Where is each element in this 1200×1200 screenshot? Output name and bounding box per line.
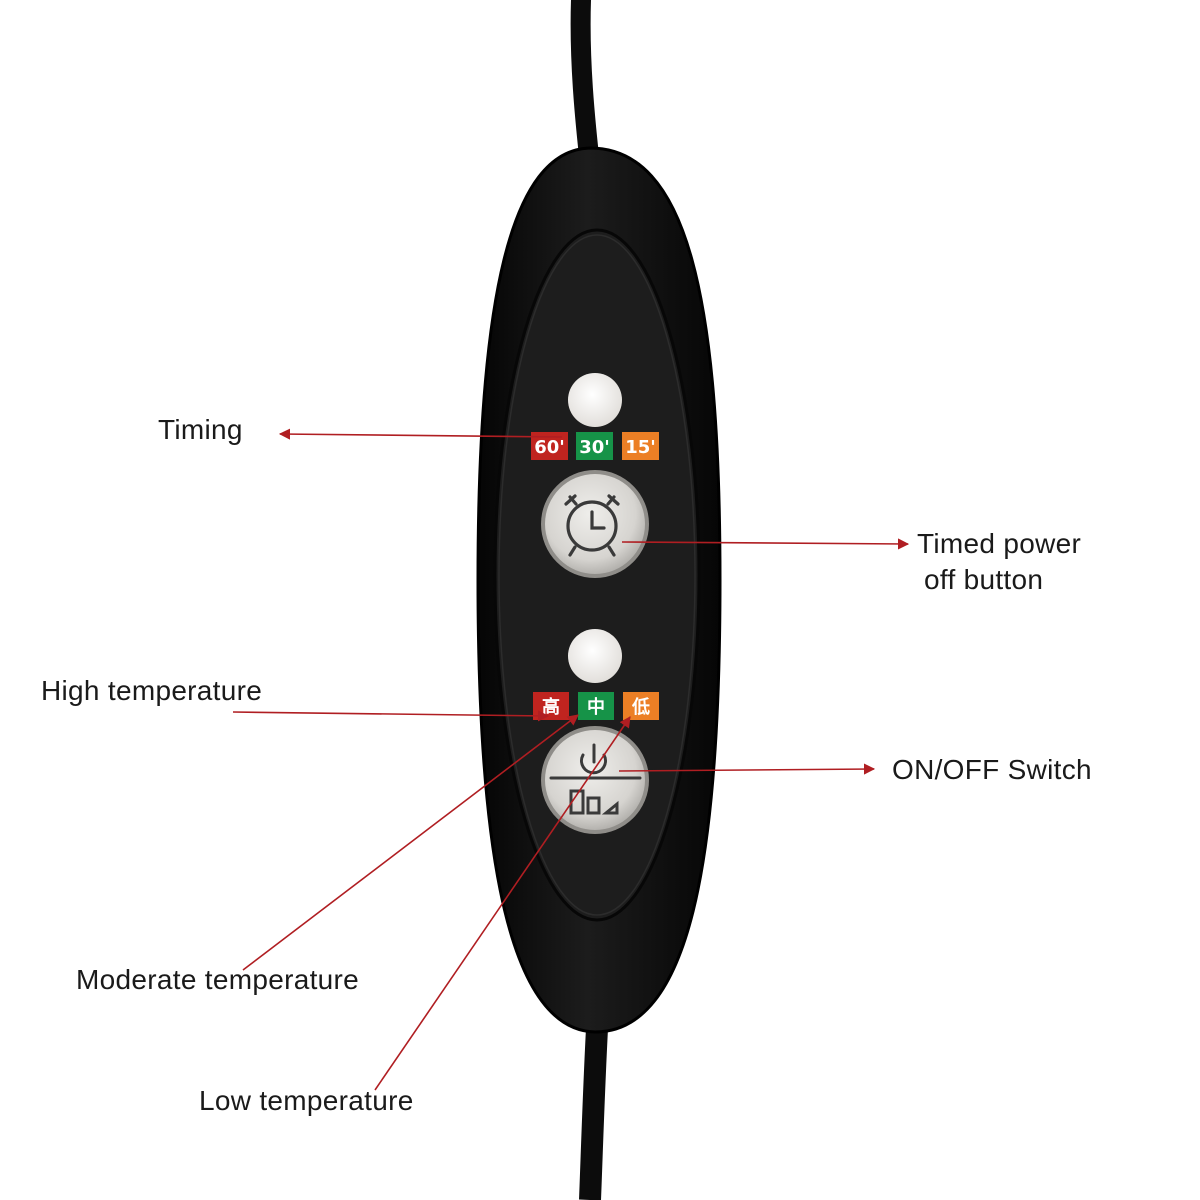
arrow-timing (278, 428, 563, 440)
svg-text:30': 30' (579, 437, 610, 458)
temperature-led (568, 629, 622, 683)
alarm-clock-icon (564, 494, 620, 557)
timing-badge-15: 15' (622, 432, 659, 460)
arrow-high-temperature (232, 710, 550, 722)
svg-text:15': 15' (625, 437, 656, 458)
cable-top (570, 0, 600, 175)
arrow-low-temperature (374, 716, 631, 1091)
label-timed-power-off-line1: Timed power (917, 528, 1082, 559)
svg-text:低: 低 (631, 696, 650, 718)
power-level-icon (549, 743, 642, 815)
temperature-badge-high: 高 (533, 692, 569, 720)
label-timing: Timing (158, 414, 243, 445)
label-moderate-temperature: Moderate temperature (76, 964, 360, 995)
svg-text:高: 高 (542, 696, 560, 718)
temperature-badge-low: 低 (623, 692, 659, 720)
power-button[interactable] (541, 726, 649, 834)
label-high-temperature: High temperature (41, 675, 263, 706)
svg-text:中: 中 (587, 696, 605, 718)
arrow-on-off (618, 763, 876, 775)
cable-bottom (579, 1009, 609, 1200)
arrow-timed-power-off (621, 538, 910, 550)
timer-button[interactable] (541, 470, 649, 578)
annotation-arrows (232, 428, 910, 1091)
arrow-moderate-temperature (242, 714, 579, 971)
label-timed-power-off-line2: off button (924, 564, 1044, 595)
label-low-temperature: Low temperature (199, 1085, 414, 1116)
label-on-off-switch: ON/OFF Switch (892, 754, 1092, 785)
svg-text:60': 60' (534, 437, 565, 458)
temperature-badge-moderate: 中 (578, 692, 614, 720)
timing-led (568, 373, 622, 427)
timing-badge-30: 30' (576, 432, 613, 460)
controller-body (476, 146, 722, 1034)
